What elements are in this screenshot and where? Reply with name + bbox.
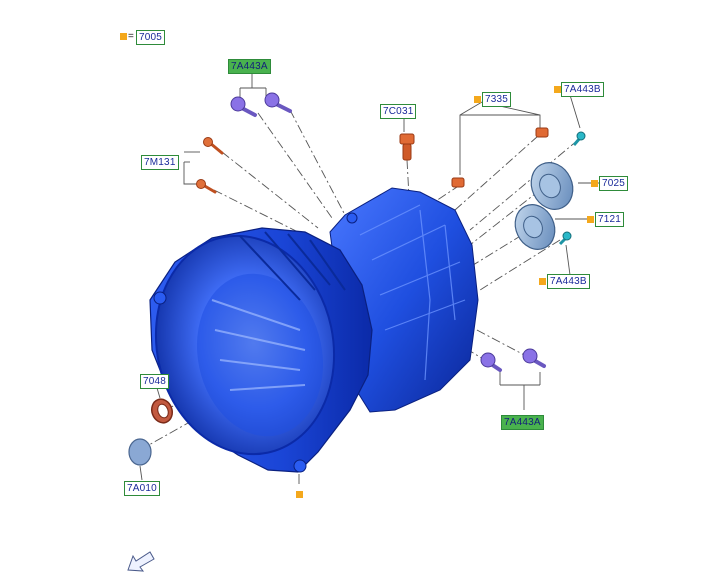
callout-7A443A-top[interactable]: 7A443A [228,59,271,74]
marker-7025 [591,180,598,187]
bolt-7A443A-top-right[interactable] [264,92,292,113]
marker-7A443B-bottom [539,278,546,285]
callout-7A443B-top[interactable]: 7A443B [561,82,604,97]
callout-7335[interactable]: 7335 [482,92,512,107]
marker-7A443B-top [554,86,561,93]
legend-part-callout[interactable]: 7005 [136,30,166,45]
bearing-7121[interactable] [508,198,562,256]
marker-7121 [587,216,594,223]
bolt-7A443A-bottom-left[interactable] [480,352,502,372]
breather-7C031[interactable] [399,133,415,161]
transmission-housing [149,187,479,473]
bolt-7A443A-bottom-right[interactable] [522,348,546,368]
view-arrow-icon [127,551,155,572]
bolt-7A443B-bottom[interactable] [558,231,572,246]
legend-marker [120,33,127,40]
bearing-7025[interactable] [524,156,581,216]
bolt-7A443B-top[interactable] [572,131,586,146]
callout-7M131[interactable]: 7M131 [141,155,179,170]
callout-7A010[interactable]: 7A010 [124,481,160,496]
callout-7A443A-bottom[interactable]: 7A443A [501,415,544,430]
marker-7335 [474,96,481,103]
callout-7025[interactable]: 7025 [599,176,629,191]
plug-7335-right[interactable] [535,127,549,138]
callout-7048[interactable]: 7048 [140,374,170,389]
bolt-7A443A-top-left[interactable] [230,96,257,117]
callout-7C031[interactable]: 7C031 [380,104,417,119]
marker-housing [296,491,303,498]
legend-equals: = [128,31,134,42]
bolt-7M131-lower[interactable] [196,179,217,194]
callout-7121[interactable]: 7121 [595,212,625,227]
plug-7A010[interactable] [128,438,152,466]
callout-7A443B-bottom[interactable]: 7A443B [547,274,590,289]
seal-7048[interactable] [148,396,175,425]
plug-7335-left[interactable] [451,177,465,188]
bolt-7M131-upper[interactable] [203,137,224,155]
